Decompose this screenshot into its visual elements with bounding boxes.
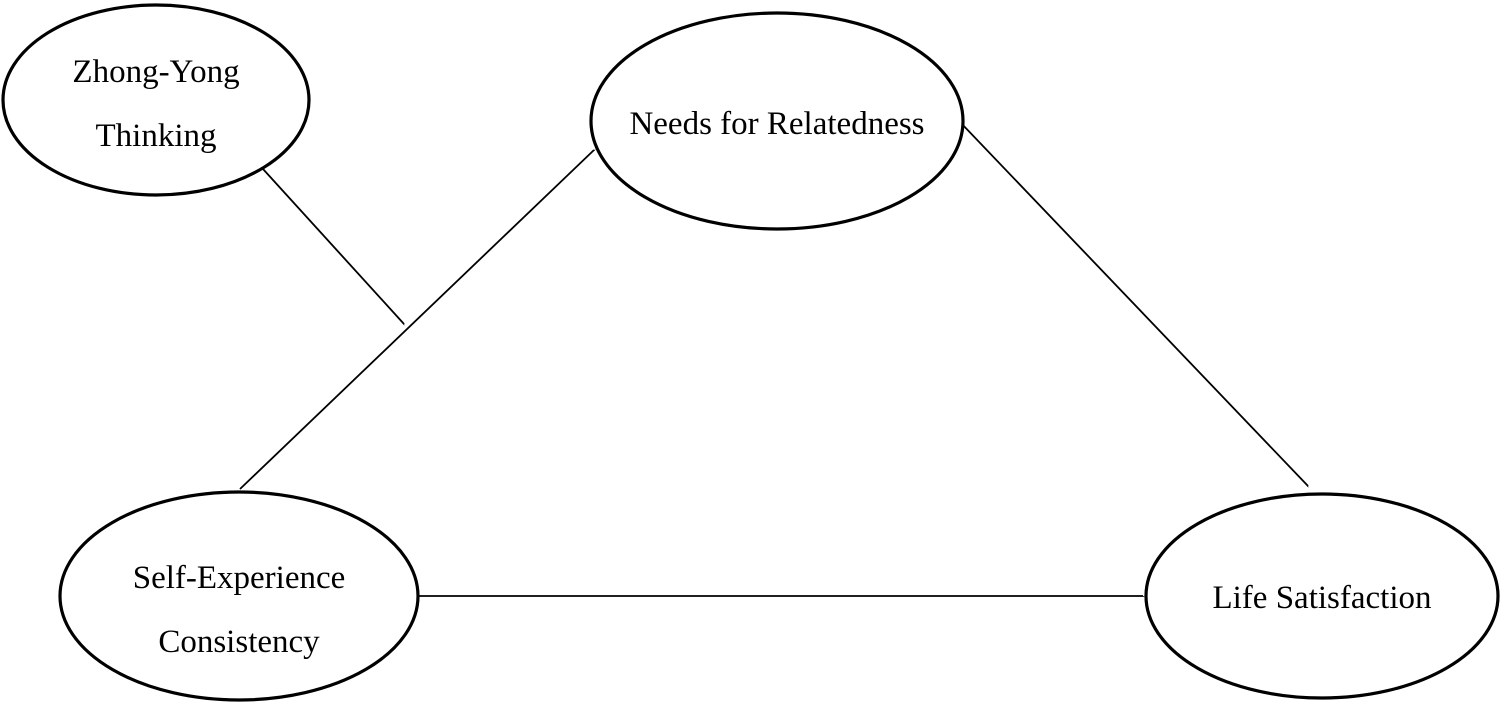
edge-relatedness-to-life-satisfaction-arrow bbox=[959, 121, 1308, 486]
self-experience-consistency-label-line1: Self-Experience bbox=[133, 560, 346, 596]
self-experience-consistency-label-line2: Consistency bbox=[158, 624, 320, 660]
life-satisfaction-ellipse bbox=[1144, 492, 1500, 700]
node-needs-for-relatedness: Needs for Relatedness bbox=[589, 11, 965, 231]
node-zhong-yong-thinking: Zhong-Yong Thinking bbox=[1, 3, 311, 197]
zhong-yong-thinking-label-line1: Zhong-Yong bbox=[72, 54, 239, 90]
node-self-experience-consistency: Self-Experience Consistency bbox=[58, 490, 420, 702]
life-satisfaction-label: Life Satisfaction bbox=[1212, 580, 1431, 616]
zhong-yong-thinking-label-line2: Thinking bbox=[96, 118, 217, 154]
node-life-satisfaction: Life Satisfaction bbox=[1144, 492, 1500, 700]
zhong-yong-thinking-ellipse bbox=[1, 3, 311, 197]
needs-for-relatedness-label: Needs for Relatedness bbox=[629, 106, 924, 142]
needs-for-relatedness-ellipse bbox=[589, 11, 965, 231]
edge-self-experience-to-relatedness-arrow bbox=[239, 150, 594, 490]
edge-zhong-yong-moderation-arrow bbox=[262, 168, 404, 324]
self-experience-consistency-ellipse bbox=[58, 490, 420, 702]
